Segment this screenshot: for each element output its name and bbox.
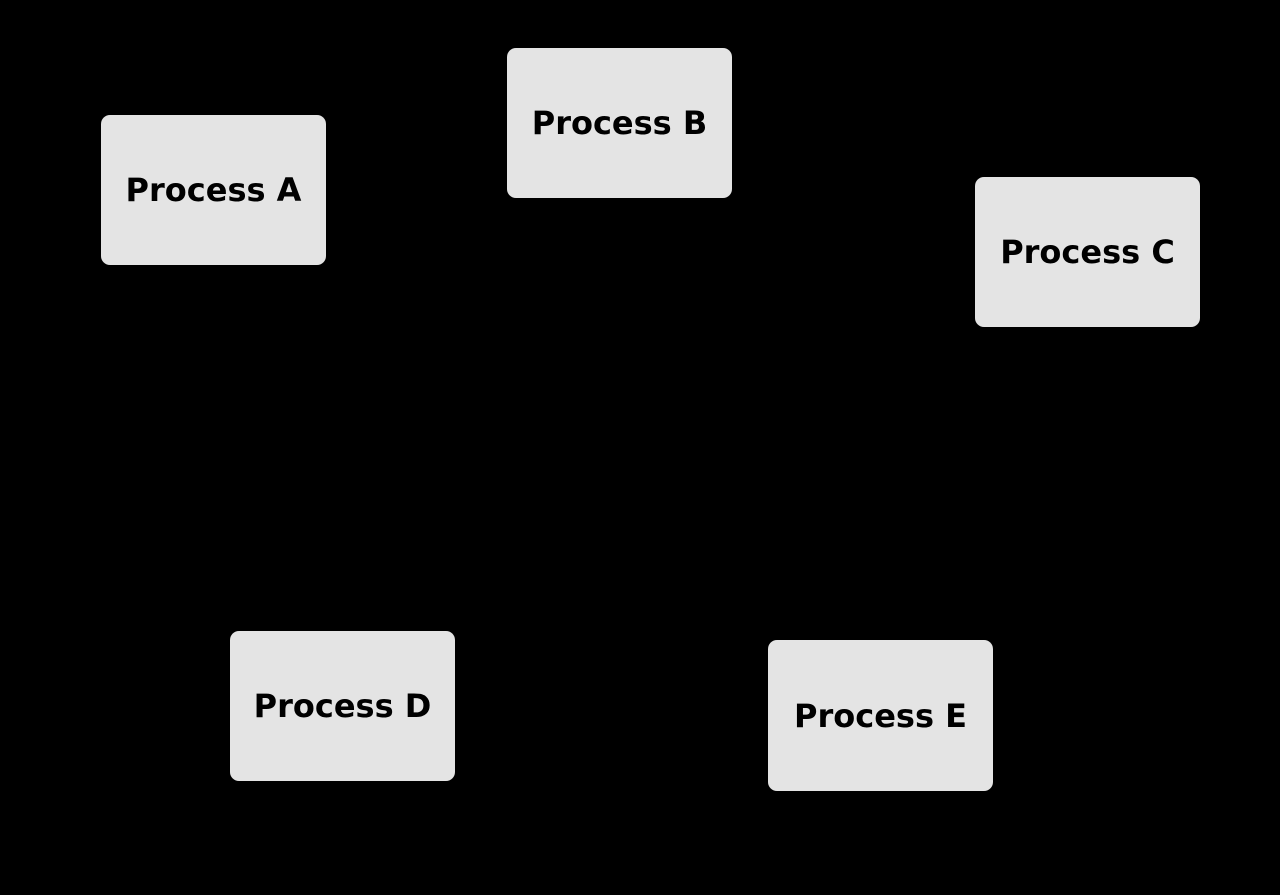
node-label-process-e: Process E [794,696,967,735]
node-process-c[interactable]: Process C [975,177,1200,327]
node-process-b[interactable]: Process B [507,48,732,198]
node-process-d[interactable]: Process D [230,631,455,781]
node-process-e[interactable]: Process E [768,640,993,791]
node-label-process-a: Process A [125,171,302,209]
node-label-process-d: Process D [253,687,432,725]
node-label-process-b: Process B [531,104,708,142]
node-process-a[interactable]: Process A [101,115,326,265]
node-label-process-c: Process C [1000,233,1175,271]
